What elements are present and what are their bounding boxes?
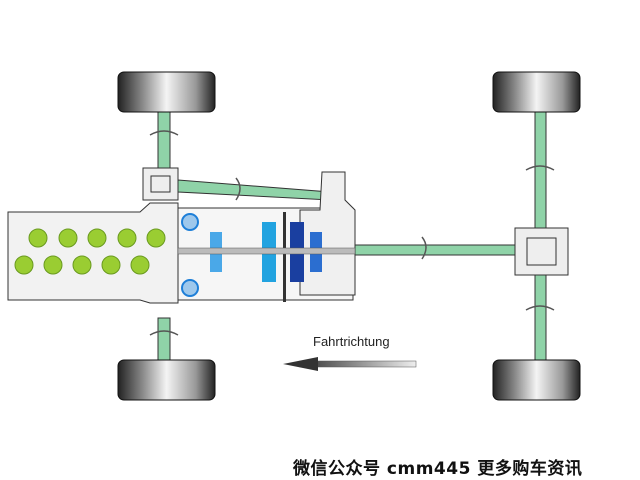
engine-block: [7, 202, 179, 304]
watermark: 微信公众号 cmm445 更多购车资讯: [293, 459, 583, 479]
wheel-rear-right: [492, 359, 581, 401]
wheel-front-left: [117, 71, 216, 113]
front-differential: [142, 167, 179, 201]
rotation-arrow-icons: [149, 130, 555, 336]
front-axle: [157, 109, 171, 364]
gearbox: [177, 171, 356, 302]
rear-differential: [514, 227, 569, 276]
engine-cylinders: [14, 228, 166, 275]
wheel-front-right: [117, 359, 216, 401]
rear-propshaft: [354, 244, 518, 256]
direction-label: Fahrtrichtung: [313, 334, 390, 349]
wheel-rear-left: [492, 71, 581, 113]
direction-arrow-icon: [283, 357, 417, 371]
front-propshaft: [177, 179, 331, 201]
